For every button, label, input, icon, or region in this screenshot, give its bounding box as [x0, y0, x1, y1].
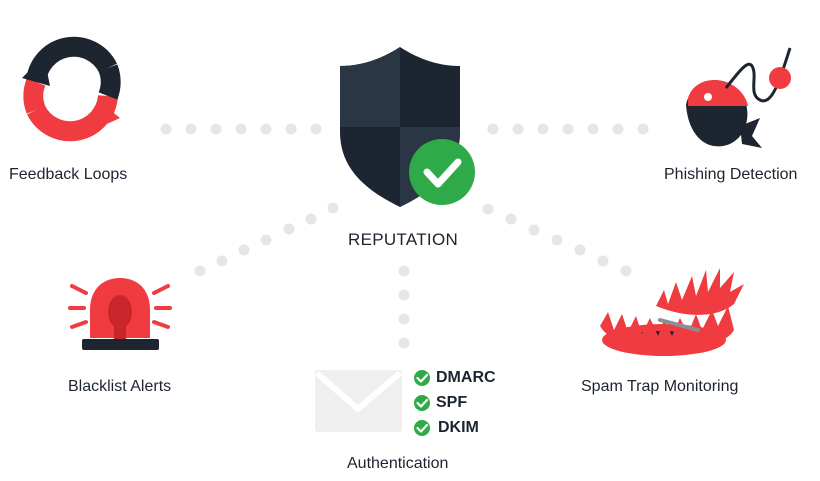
- bear-trap-icon: [600, 268, 744, 356]
- circular-arrows-icon: [22, 36, 121, 142]
- spf-label: SPF: [436, 394, 468, 411]
- authentication-label: Authentication: [347, 455, 449, 472]
- spf-check-icon: [414, 395, 430, 411]
- envelope-icon: [315, 370, 402, 432]
- dmarc-label: DMARC: [436, 369, 496, 386]
- connector-feedback: [160, 123, 322, 135]
- blacklist-alerts-label: Blacklist Alerts: [68, 378, 172, 395]
- shield-check-icon: [340, 47, 475, 207]
- connector-authentication: [398, 265, 410, 349]
- reputation-label: REPUTATION: [348, 230, 459, 249]
- dkim-label: DKIM: [438, 419, 479, 436]
- spam-trap-monitoring-label: Spam Trap Monitoring: [581, 378, 739, 395]
- connector-spamtrap: [482, 203, 632, 277]
- dmarc-check-icon: [414, 370, 430, 386]
- connector-phishing: [487, 123, 649, 135]
- siren-icon: [68, 278, 172, 350]
- fish-hook-icon: [686, 47, 792, 148]
- feedback-loops-label: Feedback Loops: [9, 166, 128, 183]
- dkim-check-icon: [414, 420, 430, 436]
- connector-blacklist: [194, 202, 339, 277]
- phishing-detection-label: Phishing Detection: [664, 166, 798, 183]
